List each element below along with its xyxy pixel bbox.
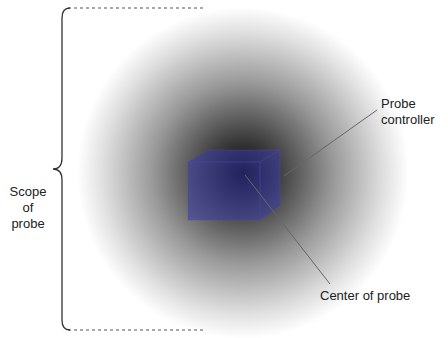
scope-top-line [68,7,205,8]
center-leader [245,175,330,284]
controller-label: Probe controller [381,96,445,128]
probe-controller-cube [188,150,280,220]
controller-leader [284,110,377,176]
scope-bottom-line [68,329,205,330]
center-label: Center of probe [320,288,444,304]
scope-label: Scope of probe [6,184,50,232]
scope-brace [53,8,70,330]
